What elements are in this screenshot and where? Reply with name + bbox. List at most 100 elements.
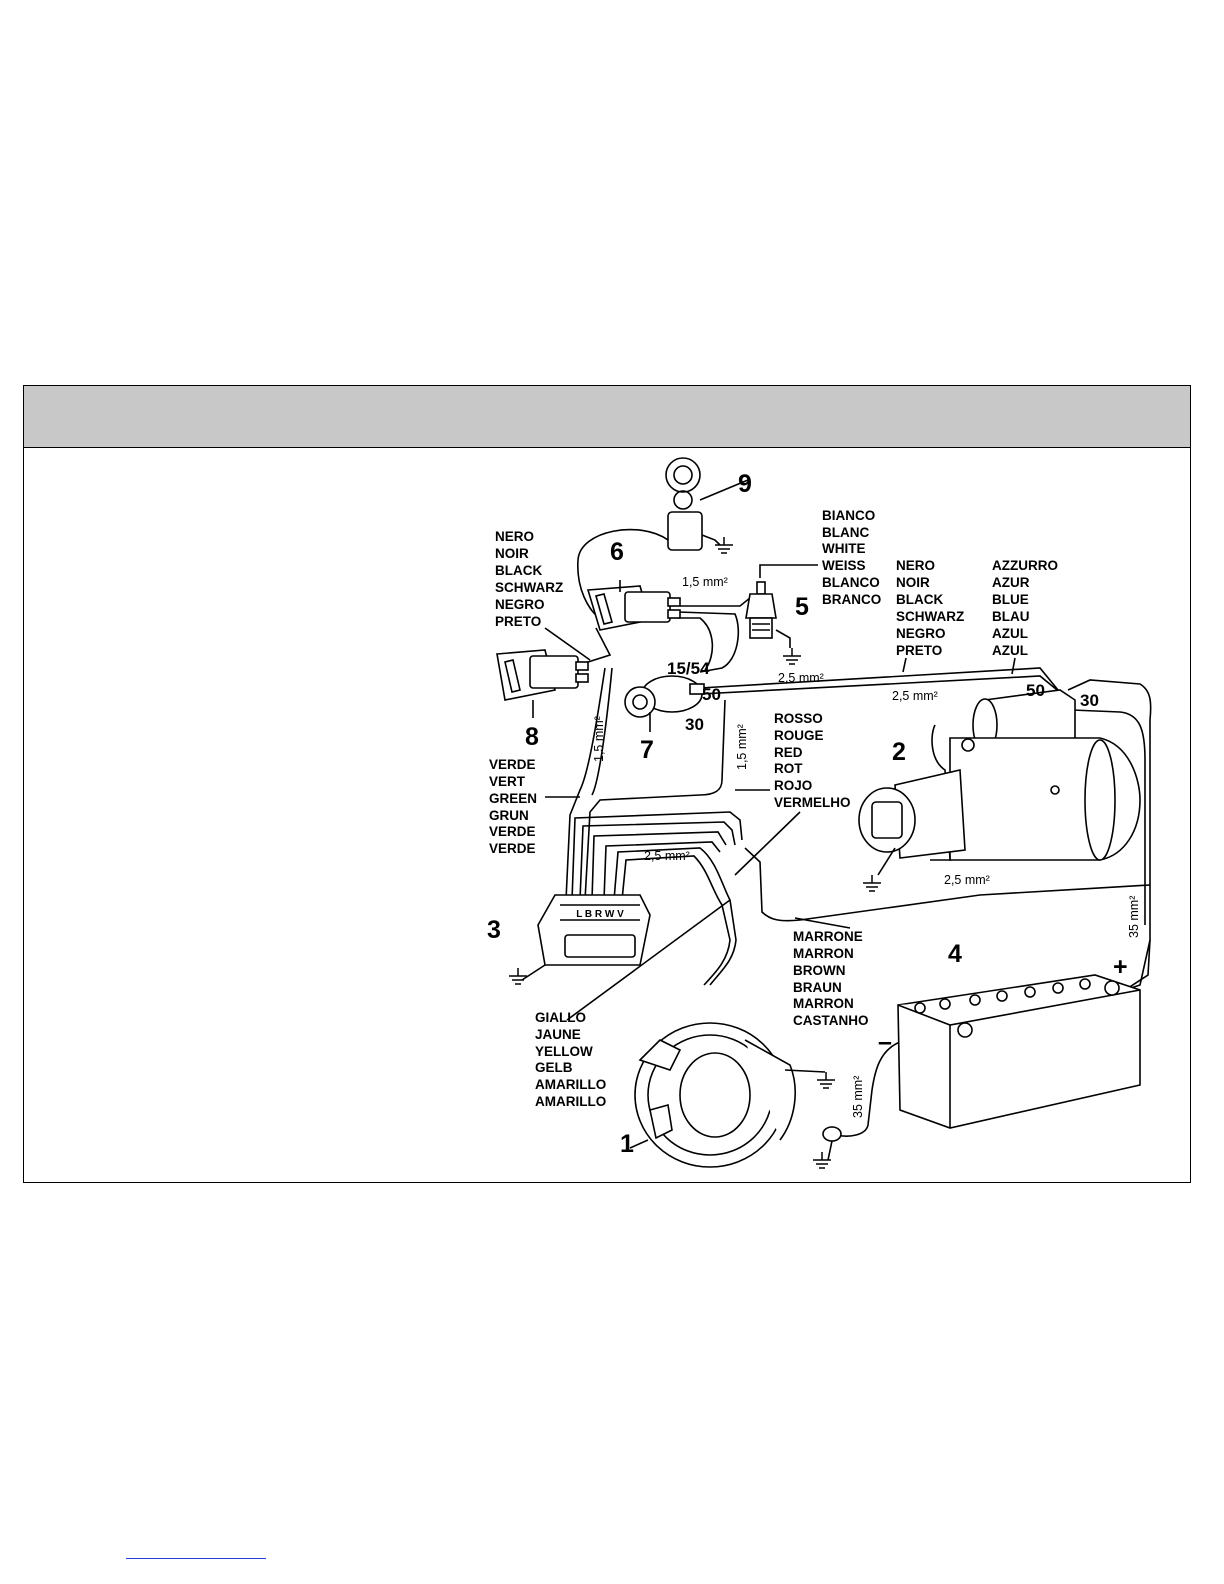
terminal-ign-50: 50 <box>702 685 721 704</box>
wire-color-label: NERO <box>896 558 935 573</box>
label-block-yellow: GIALLO JAUNE YELLOW GELB AMARILLO AMARIL… <box>535 1010 606 1109</box>
wire-color-label: BIANCO <box>822 508 875 523</box>
wire-color-label: BLANCO <box>822 575 880 590</box>
wire-harness-2 <box>579 821 736 901</box>
wire-ign50-b <box>699 675 1063 695</box>
wire-color-label: NOIR <box>495 546 529 561</box>
wire-color-label: ROJO <box>774 778 812 793</box>
wire-color-label: ROSSO <box>774 711 823 726</box>
component-number-7: 7 <box>640 736 654 764</box>
wire-color-label: GREEN <box>489 791 537 806</box>
component-number-5: 5 <box>795 593 809 621</box>
component-number-8: 8 <box>525 723 539 751</box>
wire-color-label: RED <box>774 745 803 760</box>
component-6-switch <box>586 580 681 631</box>
terminal-starter-50: 50 <box>1026 681 1045 700</box>
wire-color-label: AMARILLO <box>535 1077 606 1092</box>
leader-white <box>759 564 818 578</box>
component-number-1: 1 <box>620 1130 634 1158</box>
wire-size-2-5-upper: 2,5 mm² <box>778 671 824 685</box>
component-8-switch <box>496 649 589 718</box>
wire-color-label: AZUL <box>992 626 1028 641</box>
ground-lug <box>822 1126 842 1161</box>
component-number-4: 4 <box>948 940 962 968</box>
component-7-ignition-switch <box>624 675 705 732</box>
wire-color-label: WHITE <box>822 541 866 556</box>
wire-color-label: BROWN <box>793 963 846 978</box>
wire-color-label: NEGRO <box>896 626 946 641</box>
wire-color-label: AZUR <box>992 575 1030 590</box>
wire-color-label: BLANC <box>822 525 869 540</box>
component-1-alternator-stator <box>629 1022 826 1168</box>
wire-size-1-5-vertical-mid: 1,5 mm² <box>735 724 749 770</box>
wire-harness-1 <box>571 811 743 901</box>
label-block-green: VERDE VERT GREEN GRUN VERDE VERDE <box>489 757 537 856</box>
wire-6-to-5 <box>680 597 751 607</box>
wire-color-label: VERDE <box>489 757 536 772</box>
wire-color-label: PRETO <box>495 614 541 629</box>
wire-color-label: BLAU <box>992 609 1030 624</box>
leader-red <box>734 811 801 876</box>
wire-stator-a <box>613 847 737 986</box>
wire-red <box>584 699 726 901</box>
wire-harness-3 <box>591 831 727 901</box>
component-9-sender <box>665 457 749 551</box>
component-3-regulator <box>521 894 651 981</box>
label-block-blue: AZZURRO AZUR BLUE BLAU AZUL AZUL <box>992 558 1058 658</box>
wire-color-label: MARRON <box>793 946 854 961</box>
component-number-9: 9 <box>738 470 752 498</box>
wire-color-label: GRUN <box>489 808 529 823</box>
label-block-black-right: NERO NOIR BLACK SCHWARZ NEGRO PRETO <box>896 558 964 658</box>
wire-size-35-right: 35 mm² <box>1127 896 1141 938</box>
wire-color-label: CASTANHO <box>793 1013 869 1028</box>
wire-color-label: BRANCO <box>822 592 881 607</box>
wire-color-label: ROUGE <box>774 728 824 743</box>
regulator-marking: L B R W V <box>576 909 624 920</box>
wire-color-label: MARRONE <box>793 929 863 944</box>
component-5-sensor <box>745 581 791 648</box>
wire-size-1-5-vertical-left: 1,5 mm² <box>592 716 606 762</box>
wire-color-label: AMARILLO <box>535 1094 606 1109</box>
wire-6-out-b <box>678 617 714 671</box>
component-number-2: 2 <box>892 738 906 766</box>
wire-color-label: BRAUN <box>793 980 842 995</box>
leader-blue <box>1011 657 1016 675</box>
terminal-15-54: 15/54 <box>667 659 710 678</box>
wire-color-label: VERDE <box>489 824 536 839</box>
battery-plus: + <box>1113 953 1128 981</box>
wire-color-label: GELB <box>535 1060 573 1075</box>
wire-9-to-6 <box>577 528 669 616</box>
label-block-red: ROSSO ROUGE RED ROT ROJO VERMELHO <box>774 711 851 810</box>
wire-color-label: AZUL <box>992 643 1028 658</box>
wire-size-2-5-starter: 2,5 mm² <box>944 873 990 887</box>
label-block-brown: MARRONE MARRON BROWN BRAUN MARRON CASTAN… <box>793 929 869 1028</box>
wire-size-1-5-top: 1,5 mm² <box>682 575 728 589</box>
wire-harness-4 <box>603 841 721 901</box>
wire-ign50-a <box>699 667 1059 691</box>
ground-symbol-battery <box>812 1151 832 1169</box>
wire-color-label: GIALLO <box>535 1010 586 1025</box>
component-number-3: 3 <box>487 916 501 944</box>
ground-symbol-2 <box>862 874 882 892</box>
ground-symbol-5 <box>782 647 802 665</box>
wire-6-out-a <box>677 611 740 673</box>
ground-symbol-1 <box>816 1071 836 1089</box>
leader-brown <box>794 917 851 929</box>
wire-color-label: VERT <box>489 774 526 789</box>
wire-color-label: NERO <box>495 529 534 544</box>
label-block-white: BIANCO BLANC WHITE WEISS BLANCO BRANCO <box>822 508 881 607</box>
leader-black-left <box>544 627 591 661</box>
leader-black-right <box>902 657 907 673</box>
wire-color-label: SCHWARZ <box>495 580 563 595</box>
wire-color-label: NEGRO <box>495 597 545 612</box>
wire-color-label: JAUNE <box>535 1027 581 1042</box>
wire-size-2-5-lower: 2,5 mm² <box>892 689 938 703</box>
wire-color-label: ROT <box>774 761 803 776</box>
header-band <box>24 386 1190 448</box>
wire-color-label: AZZURRO <box>992 558 1058 573</box>
wire-battery-ground <box>835 1029 964 1137</box>
wire-color-label: BLACK <box>495 563 542 578</box>
label-block-black-left: NERO NOIR BLACK SCHWARZ NEGRO PRETO <box>495 529 563 629</box>
terminal-starter-30: 30 <box>1080 691 1099 710</box>
